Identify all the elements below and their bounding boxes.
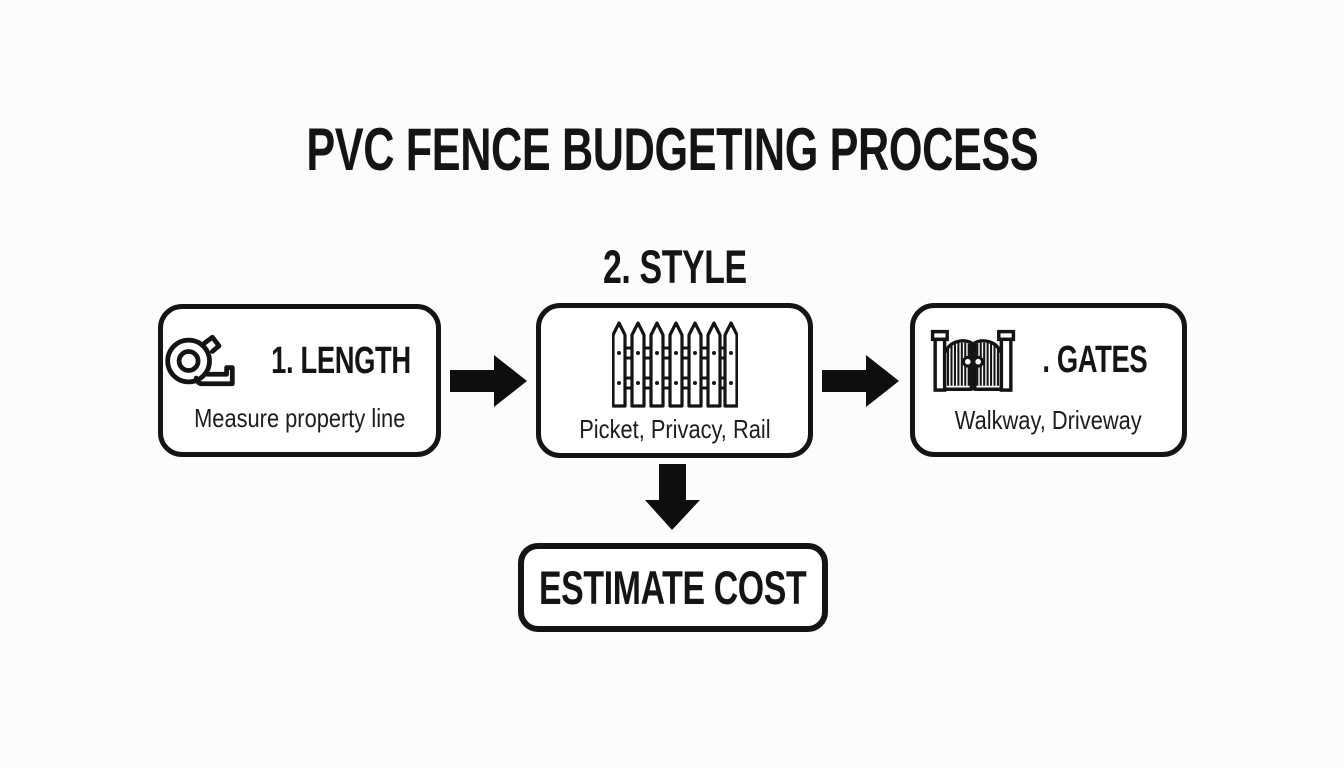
step-card-gates: . GATES Walkway, Driveway [910,303,1187,457]
step-style-subtext: Picket, Privacy, Rail [578,413,771,444]
tape-measure-icon [164,334,235,387]
step-length-heading: 1. LENGTH [270,340,411,382]
arrow-right-icon [450,355,527,407]
result-card-estimate-cost: ESTIMATE COST [518,543,828,632]
picket-fence-icon [611,320,738,408]
step-gates-subtext: Walkway, Driveway [955,405,1142,435]
step-style-label: 2. STYLE [603,240,747,293]
gates-heading-row: . GATES [930,327,1168,393]
step-gates-heading: . GATES [1042,339,1147,381]
page-title-text: PVC FENCE BUDGETING PROCESS [306,116,1038,183]
result-label: ESTIMATE COST [539,561,807,614]
length-heading-row: 1. LENGTH [162,330,438,392]
step-card-style: Picket, Privacy, Rail [536,303,813,458]
arrow-down-icon [645,464,700,530]
gate-icon [930,329,1015,392]
page-title: PVC FENCE BUDGETING PROCESS [0,120,1344,180]
step-length-subtext: Measure property line [193,403,406,433]
arrow-right-icon [822,355,899,407]
step-card-length: 1. LENGTH Measure property line [158,304,441,457]
